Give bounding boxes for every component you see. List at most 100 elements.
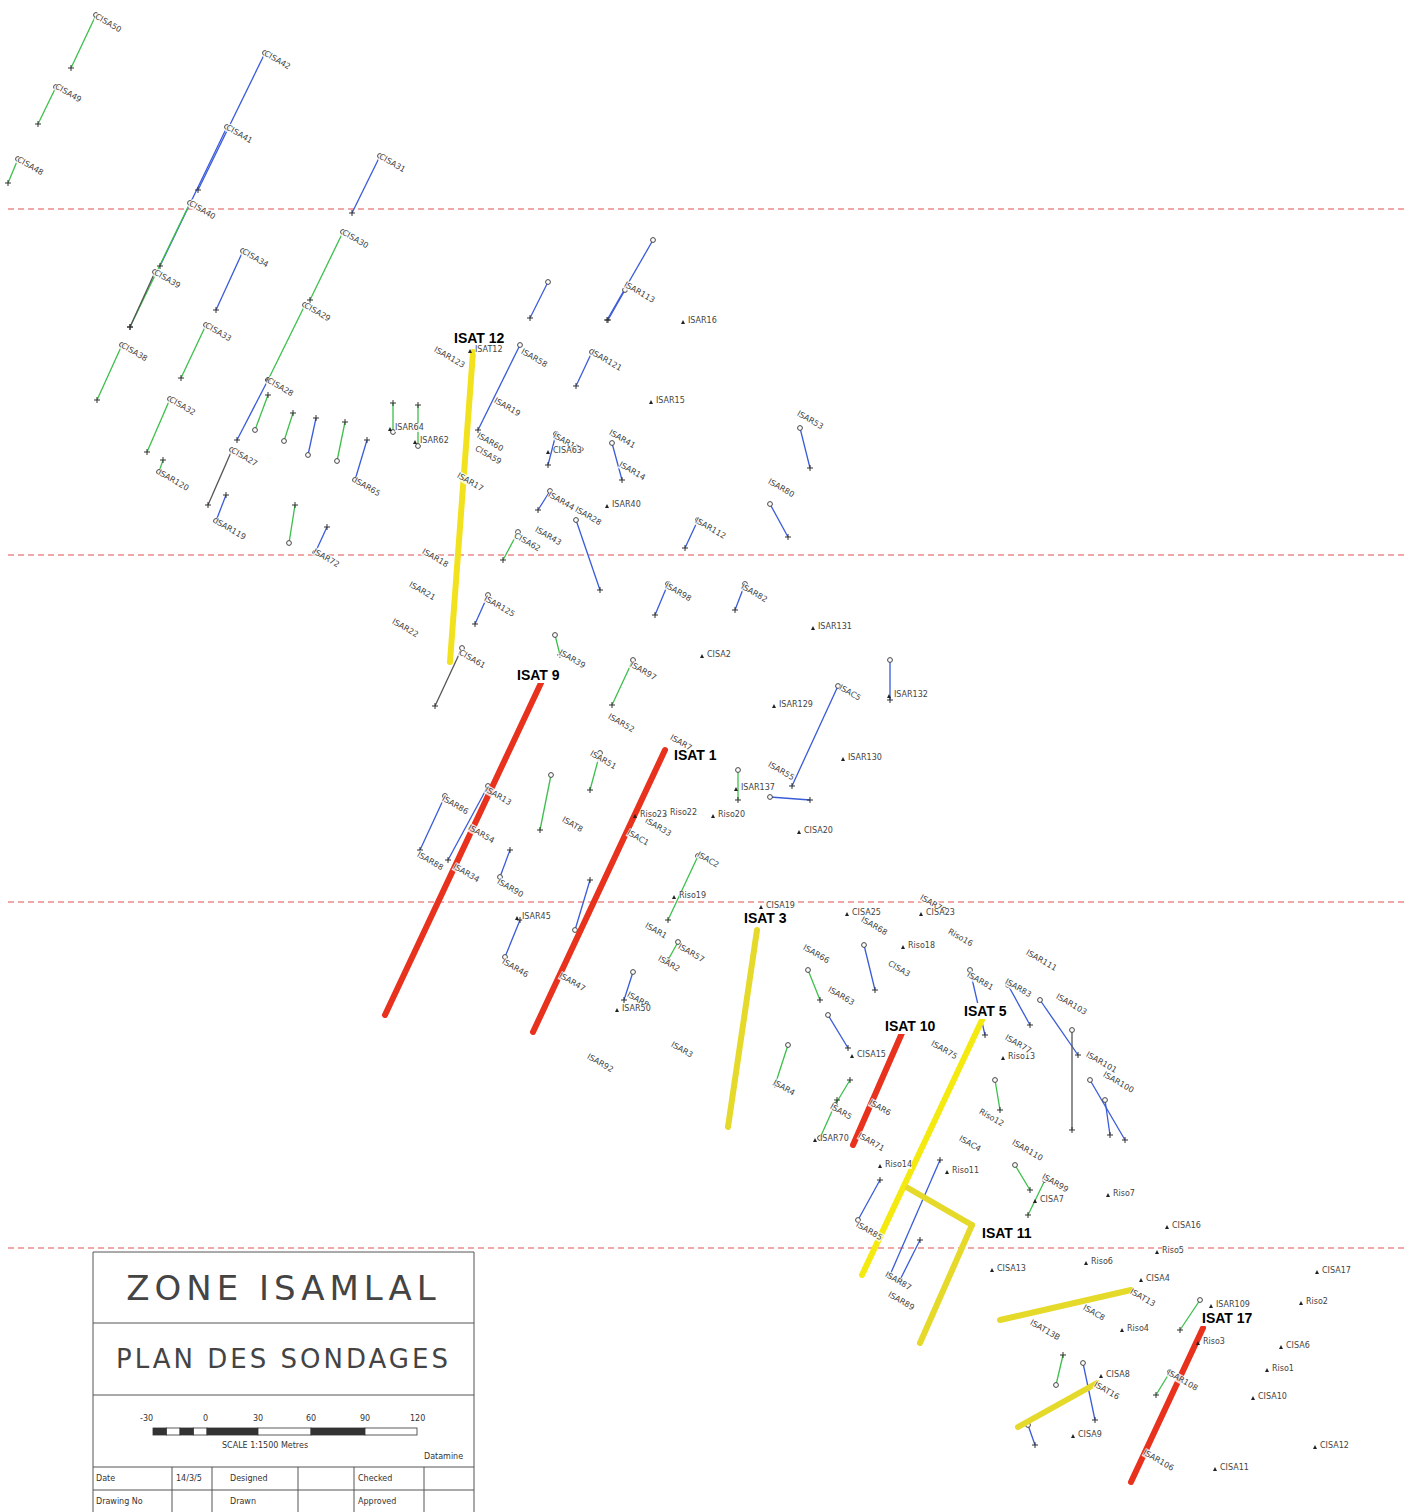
borehole-label: ISAR15	[656, 396, 685, 405]
borehole-label: ISAT16	[1093, 1380, 1121, 1402]
borehole-label: ISAR86	[441, 794, 470, 816]
drill-trace	[800, 428, 810, 468]
drill-trace	[448, 786, 488, 860]
borehole-label: ISAR46	[501, 957, 530, 979]
borehole-label: ISAR75	[930, 1039, 959, 1061]
borehole-label: ISAR132	[894, 690, 928, 699]
borehole-label: ISAR44	[547, 490, 576, 512]
end-of-hole-mark	[652, 612, 658, 618]
drill-trace	[500, 850, 510, 877]
point-marker	[1315, 1270, 1319, 1274]
borehole-label: ISAR41	[608, 428, 637, 450]
borehole-label: Riso20	[718, 810, 745, 819]
collar-marker	[1070, 1028, 1075, 1033]
borehole-label: ISAR120	[157, 468, 191, 493]
borehole-label: ISAR82	[740, 582, 769, 604]
borehole-label: CISA48	[16, 155, 45, 177]
drill-trace	[284, 413, 293, 441]
borehole-label: ISAR137	[741, 783, 775, 792]
end-of-hole-mark	[127, 324, 133, 330]
borehole-label: CISA10	[1258, 1392, 1287, 1401]
borehole-label: ISAR28	[574, 505, 603, 527]
drill-trace	[1015, 1165, 1030, 1190]
end-of-hole-mark	[604, 317, 610, 323]
borehole-label: Riso1	[1272, 1364, 1294, 1373]
borehole-label: ISAR121	[590, 348, 624, 373]
drill-trace	[1180, 1300, 1200, 1330]
point-marker	[1213, 1467, 1217, 1471]
highlighted-hole	[728, 930, 757, 1127]
borehole-label: ISAR45	[522, 912, 551, 921]
end-of-hole-mark	[35, 121, 41, 127]
end-of-hole-mark	[500, 557, 506, 563]
borehole-label: ISAT8	[561, 815, 585, 834]
borehole-label: ISAR70	[820, 1134, 849, 1143]
borehole-label: Riso18	[908, 941, 935, 950]
title-block-text: -30	[140, 1414, 153, 1423]
end-of-hole-mark	[917, 1237, 923, 1243]
collar-marker	[574, 518, 579, 523]
hole-label: ISAT 5	[962, 1003, 1009, 1019]
title-block-text: Datamine	[424, 1452, 463, 1461]
collar-marker	[282, 439, 287, 444]
borehole-label: CISA61	[458, 648, 487, 670]
end-of-hole-mark	[68, 65, 74, 71]
point-marker	[734, 787, 738, 791]
end-of-hole-mark	[178, 375, 184, 381]
borehole-label: ISAR2	[657, 954, 682, 974]
borehole-label: CISA3	[887, 959, 912, 979]
drill-trace	[770, 504, 788, 537]
drill-trace	[737, 770, 738, 800]
collar-marker	[287, 541, 292, 546]
scale-bar-segment	[194, 1428, 208, 1435]
borehole-label: ISAR54	[467, 823, 496, 845]
drill-trace	[858, 1180, 880, 1220]
point-marker	[759, 905, 763, 909]
drill-trace	[1028, 1425, 1035, 1445]
drill-traces	[5, 13, 1202, 1448]
borehole-label: ISAR6	[868, 1098, 893, 1118]
drill-trace	[530, 282, 548, 318]
borehole-label: ISAR4	[772, 1078, 797, 1098]
end-of-hole-mark	[349, 210, 355, 216]
end-of-hole-mark	[342, 419, 348, 425]
scale-bar-segment	[167, 1428, 181, 1435]
borehole-label: ISAC1	[626, 828, 651, 848]
collar-marker	[1013, 1163, 1018, 1168]
highlighted-hole	[1018, 1383, 1097, 1427]
scale-bar-segment	[311, 1428, 365, 1435]
borehole-label: CISA9	[1078, 1430, 1102, 1439]
title-block-text: Drawn	[230, 1497, 256, 1506]
zone-boundary	[8, 554, 1404, 555]
borehole-label: CISA27	[230, 446, 259, 468]
end-of-hole-mark	[1027, 1187, 1033, 1193]
end-of-hole-mark	[807, 465, 813, 471]
end-of-hole-mark	[292, 502, 298, 508]
drill-trace	[890, 1160, 940, 1275]
borehole-label: CISA32	[168, 395, 197, 417]
collar-marker	[553, 633, 558, 638]
point-marker	[388, 427, 392, 431]
borehole-label: CISA20	[804, 826, 833, 835]
end-of-hole-mark	[789, 783, 795, 789]
borehole-label: ISAT13	[1129, 1287, 1157, 1309]
zone-boundary	[8, 901, 1404, 902]
title-text: PLAN DES SONDAGES	[116, 1344, 451, 1374]
end-of-hole-mark	[94, 397, 100, 403]
collar-marker	[768, 795, 773, 800]
zone-boundary	[8, 208, 1404, 209]
borehole-label: Riso7	[1113, 1189, 1135, 1198]
borehole-label: CISA2	[707, 650, 731, 659]
end-of-hole-mark	[545, 462, 551, 468]
borehole-label: CISA16	[1172, 1221, 1201, 1230]
title-block-text: 60	[306, 1414, 316, 1423]
point-marker	[1299, 1301, 1303, 1305]
title-block-line	[172, 1467, 173, 1512]
title-block-ground	[93, 1252, 474, 1512]
end-of-hole-mark	[507, 847, 513, 853]
end-of-hole-mark	[587, 877, 593, 883]
borehole-label: CISA4	[1146, 1274, 1170, 1283]
end-of-hole-mark	[997, 1107, 1003, 1113]
highlighted-holes	[385, 352, 1203, 1482]
drill-trace	[995, 1080, 1000, 1110]
